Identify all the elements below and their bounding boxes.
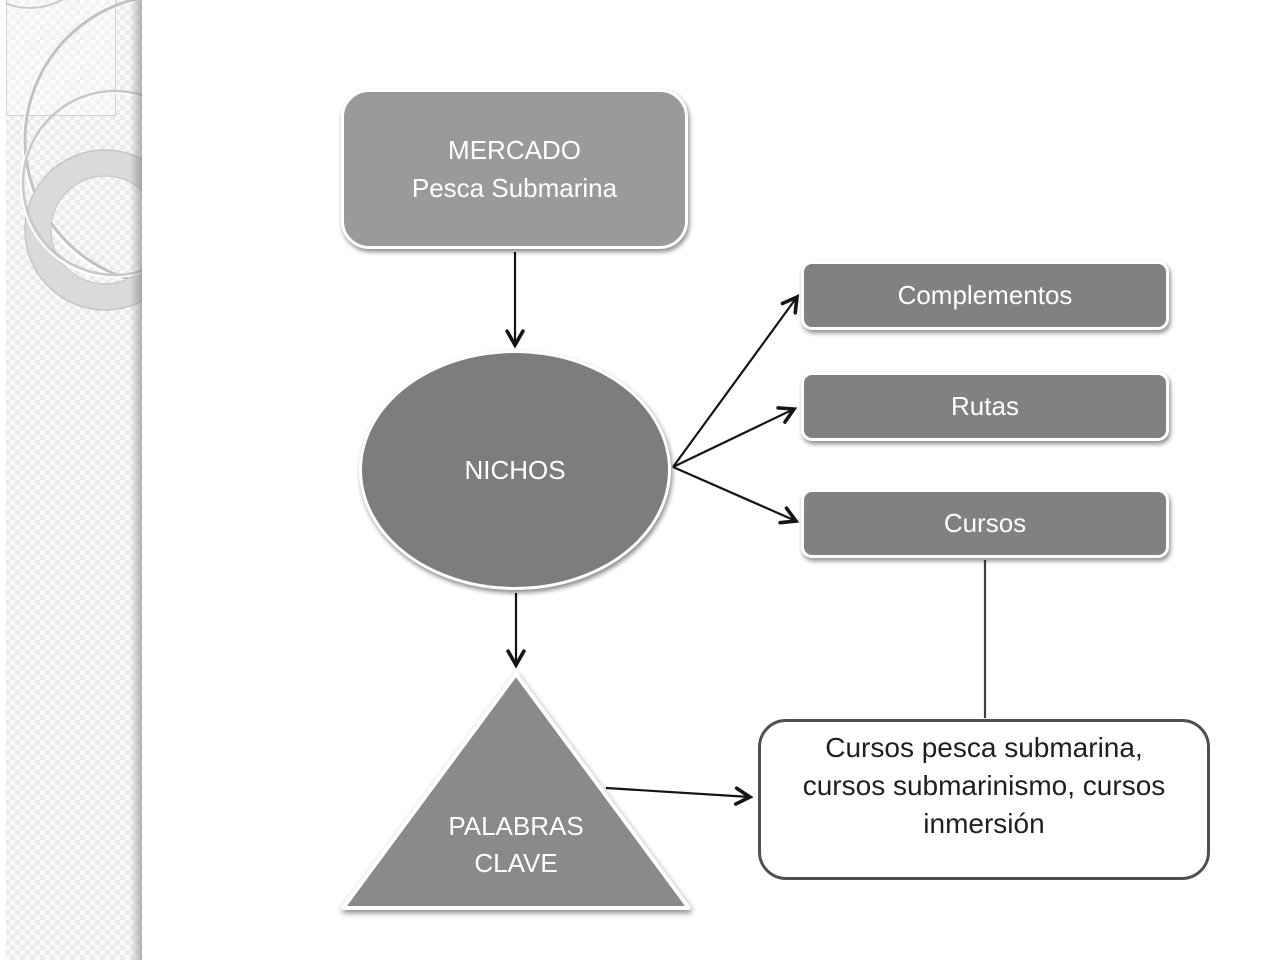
keywords-line1: Cursos pesca submarina,: [825, 732, 1143, 763]
palabras-label-line1: PALABRAS: [448, 811, 584, 841]
decorative-circle-medium-highlight: [20, 92, 142, 278]
decorative-circle-large-highlight: [21, 0, 142, 286]
band-edge-shadow: [130, 0, 142, 960]
arrow-palabras-to-keywords: [605, 786, 754, 806]
band-left-strip: [0, 0, 6, 960]
arrow-nichos-to-rutas: [672, 406, 798, 468]
keywords-line3: inmersión: [923, 808, 1045, 839]
decorative-ring-inner-edge: [50, 175, 142, 285]
band-circle-motifs: [0, 0, 142, 311]
complementos-label: Complementos: [897, 280, 1073, 310]
arrow-nichos-to-cursos: [672, 465, 800, 525]
sidebar-decoration-band: [0, 0, 142, 960]
rutas-label: Rutas: [951, 391, 1019, 421]
node-complementos: Complementos: [801, 261, 1169, 330]
mercado-label-line2: Pesca Submarina: [411, 173, 618, 203]
decorative-circle-large: [23, 0, 142, 284]
decorative-arc-top: [0, 0, 64, 9]
arrow-nichos-to-complementos: [672, 294, 800, 468]
node-mercado: MERCADO Pesca Submarina: [341, 89, 688, 249]
node-cursos: Cursos: [801, 489, 1169, 558]
palabras-clave-label: PALABRAS CLAVE: [391, 808, 641, 882]
decorative-ring-thick: [25, 150, 142, 310]
mercado-label-line1: MERCADO: [448, 135, 581, 165]
decorative-circle-medium: [21, 89, 142, 277]
nichos-label: NICHOS: [464, 454, 566, 485]
node-rutas: Rutas: [801, 372, 1169, 441]
palabras-label-line2: CLAVE: [474, 848, 558, 878]
node-nichos: NICHOS: [359, 350, 671, 590]
band-corner-square: [6, 0, 116, 116]
decorative-ring-outer-edge: [24, 149, 142, 311]
node-keywords: Cursos pesca submarina, cursos submarini…: [758, 719, 1210, 880]
cursos-label: Cursos: [943, 508, 1027, 538]
keywords-line2: cursos submarinismo, cursos: [802, 770, 1166, 801]
